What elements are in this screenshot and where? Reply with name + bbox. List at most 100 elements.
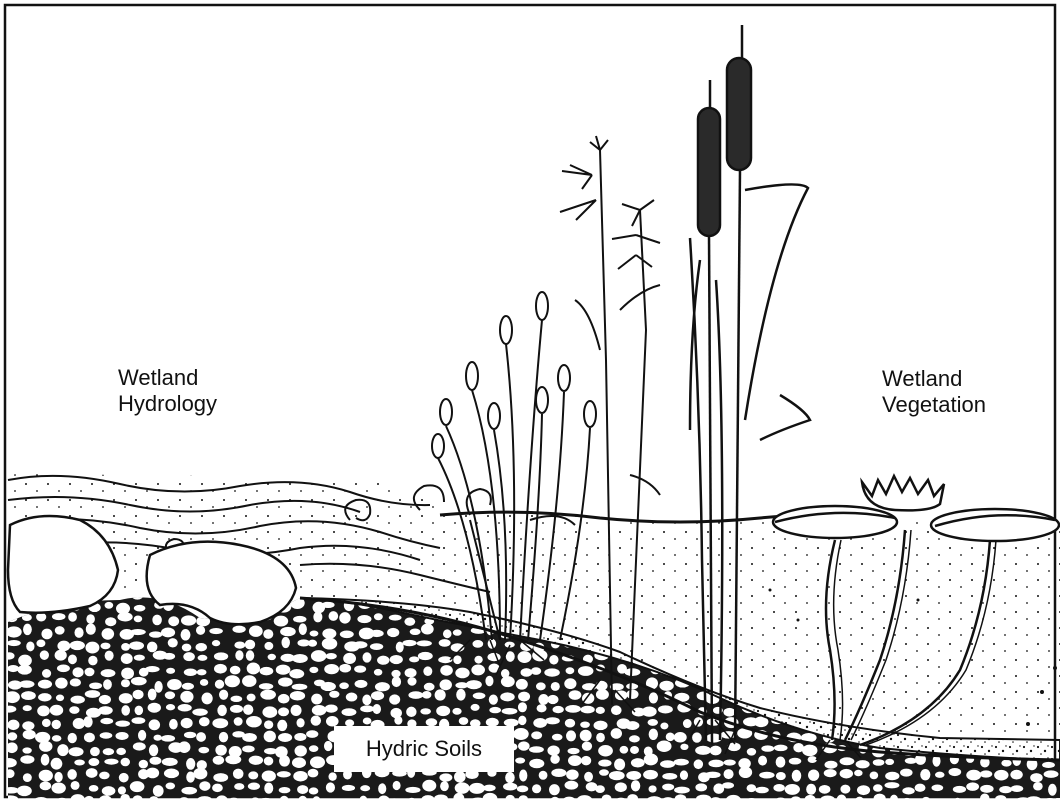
pebble [776,772,786,780]
pebble [723,708,735,717]
pebble [454,771,466,783]
pebble [246,716,262,727]
pebble [83,716,92,727]
pebble [999,786,1012,793]
pebble [459,717,469,725]
pebble [6,626,22,637]
pebble [1010,770,1022,780]
pebble [321,682,336,691]
pebble [118,786,126,794]
pebble [456,689,465,701]
pebble [85,690,101,698]
pebble [186,758,195,770]
pebble [133,742,146,750]
pebble [615,782,627,792]
pebble [595,785,605,793]
pebble [870,771,879,779]
pebble [374,669,383,676]
pebble [183,652,195,661]
pebble [455,782,470,793]
pebble [611,728,622,739]
pebble [902,798,911,802]
pebble [309,787,319,794]
pebble [453,655,461,664]
pebble [644,754,658,766]
pebble [440,665,453,676]
pebble [100,643,110,650]
pebble [326,653,337,659]
pebble [234,783,244,790]
pebble [4,691,20,703]
pebble [262,770,276,781]
pebble [274,616,288,627]
pebble [313,612,322,623]
pebble [162,758,178,766]
pebble [547,695,558,704]
pebble [232,626,245,633]
pebble [674,759,689,766]
pebble [354,665,366,672]
pebble [370,643,383,650]
pebble [278,733,292,742]
pebble [235,650,243,660]
pebble [21,691,36,700]
pebble [856,760,870,768]
pebble [487,653,500,661]
pebble [948,768,961,776]
pebble [219,690,228,700]
pebble [73,667,84,677]
pebble [360,705,374,712]
pebble [761,745,774,751]
pebble [440,781,449,791]
pebble [789,758,801,765]
pebble [538,694,548,705]
pebble [212,640,220,646]
pebble [611,705,622,715]
pebble [443,629,452,638]
pebble [596,681,608,691]
vegetation-label-line1: Wetland [882,366,986,392]
pebble [683,719,692,728]
pebble [1001,760,1011,767]
pebble [297,785,308,794]
pebble [900,769,912,777]
pebble [502,708,518,715]
pebble [518,716,526,725]
pebble [263,629,273,639]
pebble [247,662,260,674]
pebble [243,705,253,715]
pebble [296,718,304,727]
pebble [149,631,162,637]
pebble [103,679,112,689]
pebble [614,798,628,802]
pebble [268,654,276,660]
pebble [902,787,914,794]
pebble [101,669,116,677]
pebble [455,668,469,679]
pebble [529,759,544,769]
pebble [483,785,496,792]
pebble [405,787,420,793]
pebble [660,760,675,768]
pebble [242,746,255,753]
pebble [242,733,257,742]
pebble [249,625,263,636]
pebble [966,782,979,791]
pebble [360,785,370,791]
pebble [774,745,788,752]
pebble [57,664,70,672]
pebble [195,643,206,651]
vegetation-label-line2: Vegetation [882,392,986,418]
pebble [181,615,196,625]
pebble [819,785,831,794]
pebble [474,656,482,664]
pebble [52,613,65,620]
pebble [105,651,114,661]
pebble [7,732,17,740]
pebble [119,693,133,703]
pebble [153,735,161,741]
pebble [532,784,541,793]
pebble [322,638,337,650]
pebble [213,773,228,782]
pebble [86,624,96,635]
